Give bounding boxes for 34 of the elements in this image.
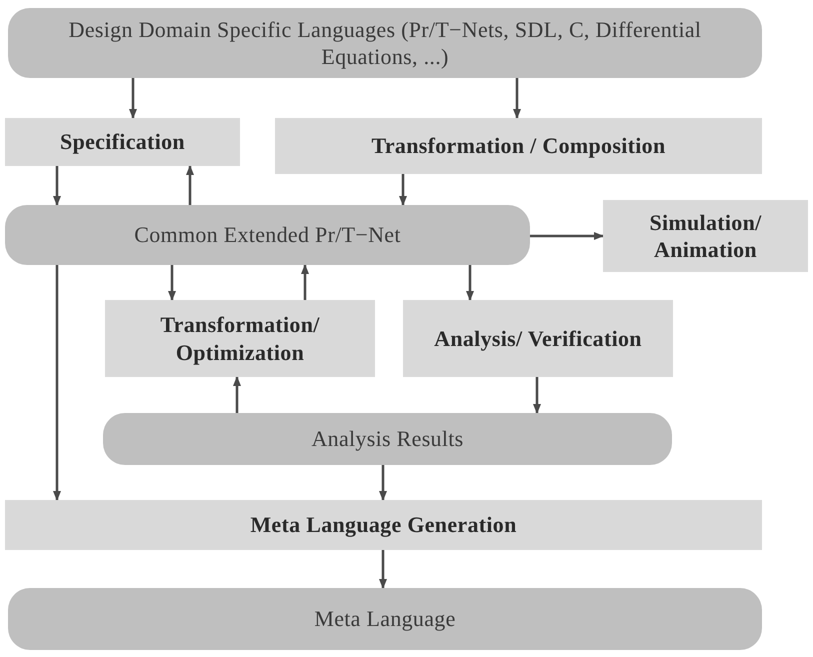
arrow — [379, 465, 387, 501]
process-box — [5, 500, 762, 550]
process-box — [275, 118, 762, 174]
box-label: Transformation / Composition — [371, 132, 666, 160]
arrow — [53, 265, 61, 501]
arrow — [379, 550, 387, 589]
box-label: Analysis/ Verification — [434, 324, 642, 352]
rounded-box — [103, 413, 672, 465]
box-label: Meta Language — [314, 605, 456, 633]
arrow — [466, 265, 474, 301]
rounded-box — [8, 8, 762, 78]
process-box — [403, 300, 673, 377]
box-label: Transformation/ Optimization — [159, 311, 321, 366]
process-box — [603, 200, 808, 272]
rounded-box — [8, 588, 762, 650]
arrow — [513, 78, 521, 119]
box-label: Simulation/ Animation — [648, 208, 763, 264]
process-box — [105, 300, 375, 377]
arrow — [301, 264, 309, 300]
box-label: Design Domain Specific Languages (Pr/T−Nets, SDL, C, Differential Equations, ...) — [68, 16, 702, 70]
box-label: Meta Language Generation — [250, 511, 517, 539]
arrow — [53, 166, 61, 206]
arrow — [168, 265, 176, 301]
arrow — [533, 377, 541, 414]
rounded-box — [5, 205, 530, 265]
box-label: Common Extended Pr/T−Net — [134, 221, 401, 249]
process-box — [5, 118, 240, 166]
arrow — [129, 78, 137, 119]
arrow — [186, 165, 194, 205]
box-label: Analysis Results — [311, 425, 464, 453]
arrow — [530, 232, 604, 240]
arrow — [233, 376, 241, 413]
box-label: Specification — [60, 128, 185, 156]
arrow — [399, 174, 407, 206]
